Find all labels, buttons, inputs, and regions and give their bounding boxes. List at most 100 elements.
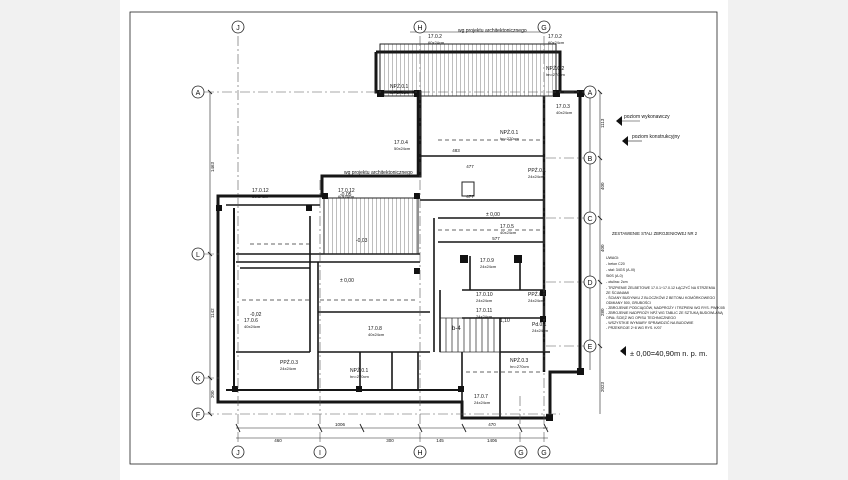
poziom-wykonawczy-label: poziom wykonawczy xyxy=(624,114,670,120)
room-sub: hn=270cm xyxy=(500,136,519,141)
axis-label-bottom-3: H xyxy=(417,450,422,457)
wg-projektu-label-top: wg projektu architektonicznego xyxy=(458,28,527,34)
room-sub: 24x24cm xyxy=(280,366,297,371)
terrace-middle xyxy=(323,197,419,255)
level-mark-p110: 1,10 xyxy=(500,318,510,324)
room-label: NPŻ.0.2 xyxy=(546,65,565,72)
room-sub: hn=270cm xyxy=(546,72,565,77)
room-sub: 24x24cm xyxy=(480,264,497,269)
room-label: PPŻ.0.1 xyxy=(528,167,546,174)
dim-bottom: 1006 xyxy=(335,422,346,427)
dimension-ticks xyxy=(207,89,603,433)
dim-bottom: 1406 xyxy=(487,438,498,443)
room-sub: hn=270cm xyxy=(350,374,369,379)
axis-label-left-4: F xyxy=(196,412,200,419)
dim-left: 200 xyxy=(210,390,215,398)
dim-bottom: 300 xyxy=(386,438,394,443)
dim-top: 577 xyxy=(492,236,500,241)
room-sub: 60x24cm xyxy=(428,40,445,45)
room-sub: 24x24cm xyxy=(532,328,549,333)
notes-title: ZESTAWIENIE STALI ZBROJENIOWEJ NR 2 xyxy=(612,231,698,236)
reference-level-note: ± 0,00=40,90m n. p. m. xyxy=(630,349,707,358)
room-label: 17.0.9 xyxy=(480,258,494,264)
chimney xyxy=(461,181,475,197)
room-label: Pd.0.1 xyxy=(532,322,547,328)
terrace-top xyxy=(379,43,557,97)
dim-left: 1142 xyxy=(210,308,215,318)
dim-bottom: 470 xyxy=(488,422,496,427)
room-label: 17.0.12 xyxy=(338,188,355,194)
note-line: - TRZPIENIE ŻELBETOWE 17.0.1÷17.0.12 ŁĄC… xyxy=(606,285,716,290)
level-marker-icons xyxy=(616,116,628,356)
note-line: - otulina: 2cm xyxy=(606,280,628,284)
room-label: 17.0.11 xyxy=(476,308,493,314)
room-label: NPŻ.0.3 xyxy=(510,357,529,364)
room-label: 17.0.7 xyxy=(474,394,488,400)
room-label: PPŻ.0.2 xyxy=(528,291,546,298)
level-mark-zero: ± 0,00 xyxy=(340,278,354,284)
room-sub: 24x24cm xyxy=(528,174,545,179)
axis-label-right-5: E xyxy=(588,344,593,351)
room-label: 17.0.12 xyxy=(252,188,269,194)
axis-label-right-3: C xyxy=(587,216,592,223)
room-sub: hn=270cm xyxy=(510,364,529,369)
wg-projektu-label-middle: wg projektu architektonicznego xyxy=(344,170,413,176)
staircase xyxy=(439,317,501,353)
axis-letters: J H G J I H G G A L K F A B C D E xyxy=(196,25,593,457)
room-sub: 24x24cm xyxy=(476,314,493,319)
axis-label-left-1: A xyxy=(196,90,201,97)
note-line: - beton C20 xyxy=(606,262,625,266)
poziom-konstrukcyjny-label: poziom konstrukcyjny xyxy=(632,134,680,140)
axis-label-bottom-4: G xyxy=(518,450,523,457)
axis-label-bottom-2: I xyxy=(319,450,321,457)
note-line: - PRZEKROJE 2÷8 WG RYS. K/07 xyxy=(606,326,662,330)
level-mark-zero-2: ± 0,00 xyxy=(486,212,500,218)
notes-block: UWAGI: - beton C20 - stal: 34GS (A-III) … xyxy=(606,256,725,330)
axis-label-top-1: J xyxy=(236,25,240,32)
dim-right: 400 xyxy=(600,182,605,190)
dimension-lines xyxy=(209,31,601,439)
room-sub: 40x24cm xyxy=(368,332,385,337)
room-label: NPŻ.0.1 xyxy=(390,83,409,90)
note-line: - WSZYSTKIE WYMIARY SPRAWDZIĆ NA BUDOWIE xyxy=(606,320,694,325)
dim-right: 2023 xyxy=(600,381,605,392)
dim-right: 280 xyxy=(600,308,605,316)
room-sub: 40x24cm xyxy=(556,110,573,115)
note-line: ODMIANY 500, GRUBOŚCI xyxy=(606,300,651,305)
dim-right: 400 xyxy=(600,244,605,252)
room-sub: 60x24cm xyxy=(252,194,269,199)
left-margin-band xyxy=(0,0,120,480)
level-mark-m003: -0,03 xyxy=(356,238,368,244)
room-label: 17.0.8 xyxy=(368,326,382,332)
axis-label-left-2: L xyxy=(196,252,200,259)
room-label: 17.0.2 xyxy=(548,34,562,40)
room-sub: 50x24cm xyxy=(394,146,411,151)
room-label: PPŻ.0.3 xyxy=(280,359,298,366)
note-line: ZE ŚCIANAMI xyxy=(606,290,629,295)
section-mark-b4: b-4 xyxy=(452,326,461,332)
room-sub: hn=270cm xyxy=(390,90,409,95)
room-label: 17.0.5 xyxy=(500,224,514,230)
beam-lines xyxy=(242,139,544,373)
dim-top: 477 xyxy=(466,164,474,169)
room-label: 17.0.10 xyxy=(476,292,493,298)
room-sub: 40x24cm xyxy=(500,230,517,235)
room-label: NPŻ.0.1 xyxy=(350,367,369,374)
dim-top: 483 xyxy=(452,148,460,153)
dimension-numbers-vertical: 1463 1142 200 1113 400 400 280 2023 xyxy=(210,118,605,398)
room-sub: 60x24cm xyxy=(338,194,355,199)
room-label: 17.0.4 xyxy=(394,140,408,146)
room-sub: 40x24cm xyxy=(244,324,261,329)
axis-label-right-2: B xyxy=(588,156,593,163)
dim-right: 1113 xyxy=(600,118,605,128)
axis-label-bottom-1: J xyxy=(236,450,240,457)
note-line: - ZBROJENIE NADPROŻY NPŻ WG TABLIC ZE SZ… xyxy=(606,310,723,315)
note-line: - ZBROJENIE PODCIĄGÓW, NADPROŻY I TRZPIE… xyxy=(606,305,725,310)
room-label: NPŻ.0.1 xyxy=(500,129,519,136)
room-label: 17.0.3 xyxy=(556,104,570,110)
level-mark-m005: -0,05 xyxy=(340,192,352,198)
axis-label-bottom-5: G xyxy=(541,450,546,457)
room-sub: 60x24cm xyxy=(548,40,565,45)
